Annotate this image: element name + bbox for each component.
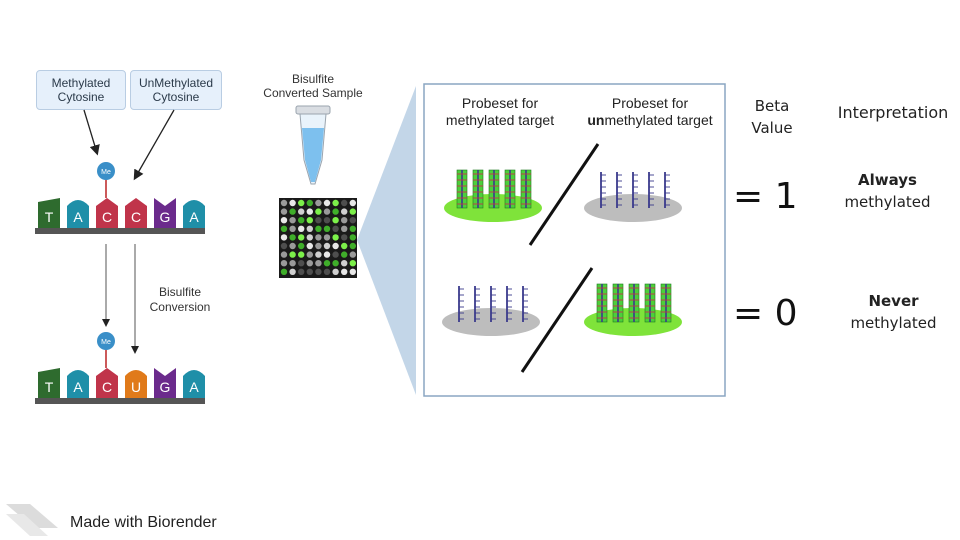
base-letter: C bbox=[131, 209, 141, 225]
me-tag-top-text: Me bbox=[101, 169, 111, 176]
beta-value-row2: = 0 bbox=[733, 293, 798, 334]
interpretation-row2: Never methylated bbox=[850, 292, 937, 332]
header-methylated-probeset: Probeset for methylated target bbox=[445, 95, 555, 128]
me-tag-top bbox=[97, 162, 115, 180]
biorender-logo-icon bbox=[6, 504, 58, 536]
interpretation-row1: Always methylated bbox=[844, 171, 931, 211]
bisulfite-conversion-label: Bisulfite Conversion bbox=[149, 285, 211, 314]
base-letter: G bbox=[160, 379, 171, 395]
base-letter: C bbox=[102, 379, 112, 395]
base-letter: A bbox=[189, 209, 199, 225]
methylated-cytosine-label: Methylated Cytosine bbox=[36, 70, 126, 110]
beta-value-header: Beta Value bbox=[751, 97, 793, 137]
bisulfite-sample-label: Bisulfite Converted Sample bbox=[263, 72, 363, 100]
base-G-top-4 bbox=[154, 198, 176, 228]
probe-sets bbox=[442, 169, 682, 336]
base-letter: U bbox=[131, 379, 141, 395]
base-G-bottom-4 bbox=[154, 368, 176, 398]
base-C-top-2 bbox=[96, 198, 118, 228]
base-C-top-3 bbox=[125, 198, 147, 228]
interpretation-header: Interpretation bbox=[837, 103, 949, 122]
beta-value-row1: = 1 bbox=[733, 176, 798, 217]
un-prefix: un bbox=[587, 112, 605, 128]
footer-credit: Made with Biorender bbox=[70, 514, 217, 531]
probe-panel bbox=[423, 83, 726, 397]
divider-row2 bbox=[520, 267, 594, 373]
me-tag-bottom bbox=[97, 332, 115, 350]
zoom-wedge bbox=[357, 86, 416, 395]
sample-tube-icon bbox=[295, 105, 331, 185]
base-U-bottom-3 bbox=[125, 370, 147, 398]
base-letter: A bbox=[189, 379, 199, 395]
base-T-bottom-0 bbox=[38, 368, 60, 398]
base-letter: A bbox=[73, 379, 83, 395]
arrow-methylated bbox=[83, 109, 100, 156]
base-T-top-0 bbox=[38, 198, 60, 228]
unmethylated-cytosine-label: UnMethylated Cytosine bbox=[130, 70, 222, 110]
base-letter: T bbox=[45, 379, 54, 395]
me-tag-bottom-text: Me bbox=[101, 339, 111, 346]
base-A-top-5 bbox=[183, 200, 205, 228]
base-C-bottom-2 bbox=[96, 368, 118, 398]
base-letter: G bbox=[160, 209, 171, 225]
base-letter: C bbox=[102, 209, 112, 225]
base-A-top-1 bbox=[67, 200, 89, 228]
arrow-unmethylated bbox=[133, 109, 175, 181]
header-unmethylated-probeset: Probeset for unmethylated target bbox=[587, 95, 713, 128]
base-A-bottom-5 bbox=[183, 370, 205, 398]
base-letter: A bbox=[73, 209, 83, 225]
base-A-bottom-1 bbox=[67, 370, 89, 398]
base-letter: T bbox=[45, 209, 54, 225]
microarray-chip-icon bbox=[279, 198, 357, 278]
divider-row1 bbox=[528, 143, 600, 246]
